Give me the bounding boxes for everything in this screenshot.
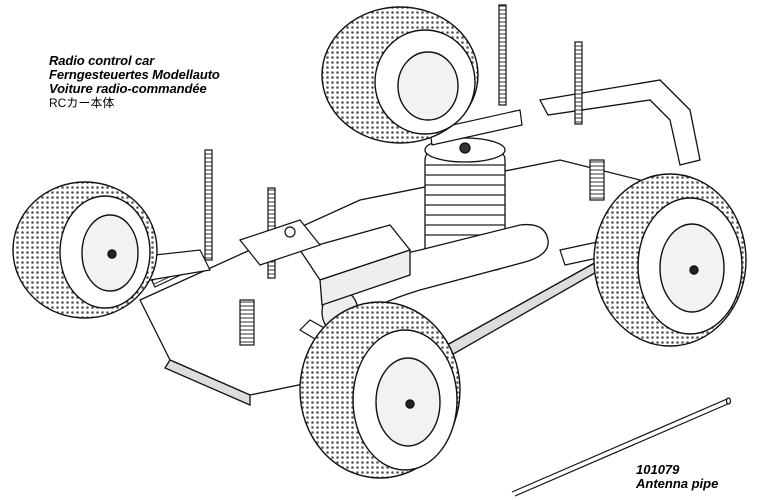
title-labels: Radio control car Ferngesteuertes Modell…: [49, 53, 220, 111]
part-number: 101079: [636, 462, 680, 477]
title-de: Ferngesteuertes Modellauto: [49, 67, 220, 82]
antenna-pipe-icon: [511, 397, 732, 497]
wheel-rear-right: [321, 6, 479, 144]
title-ja: RCカー本体: [49, 96, 115, 110]
title-fr: Voiture radio-commandée: [49, 81, 207, 96]
wheel-front-left: [299, 301, 461, 479]
part-label: 101079 Antenna pipe: [636, 463, 718, 491]
front-bumper: [539, 79, 701, 166]
wheel-rear-left: [12, 181, 158, 319]
radio-box: [238, 219, 322, 266]
fuel-tank: [298, 224, 412, 306]
title-en: Radio control car: [49, 53, 155, 68]
wheel-front-right: [593, 173, 747, 347]
part-name: Antenna pipe: [636, 476, 719, 491]
